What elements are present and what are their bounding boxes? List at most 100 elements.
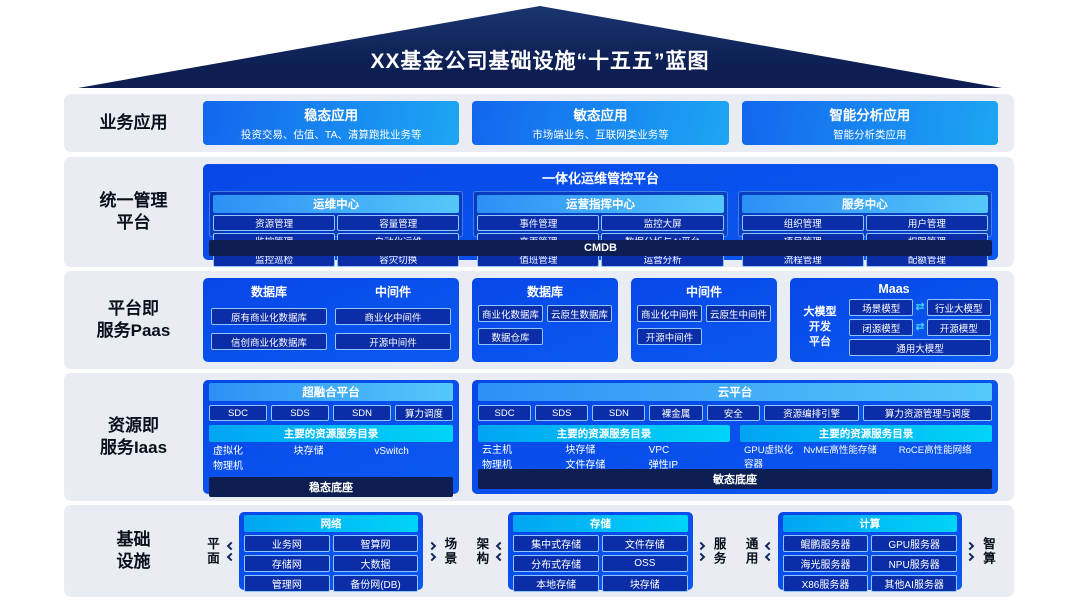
item-chip: 资源编排引擎 <box>763 405 860 421</box>
app-title: 智能分析应用 <box>829 108 911 123</box>
agile-base-bar: 敏态底座 <box>478 469 992 489</box>
item-chip: 块存储 <box>601 575 688 592</box>
item-chip: NPU服务器 <box>871 555 957 572</box>
axis-label-text: 通用 <box>743 536 758 566</box>
section-paas: 平台即 服务Paas 数据库 原有商业化数据库 信创商业化数据库 中间件 商业化… <box>64 271 1014 369</box>
item-chip: 通用大模型 <box>849 339 991 356</box>
cloud-platform-container: 云平台 SDC SDS SDN 裸金属 安全 资源编排引擎 算力资源管理与调度 … <box>472 380 998 494</box>
stable-base-bar: 稳态底座 <box>209 477 453 497</box>
item-chip: SDS <box>271 405 329 421</box>
section-management-platform: 统一管理 平台 一体化运维管控平台 运维中心 资源管理 容量管理 监控管理 自动… <box>64 157 1014 267</box>
catalog-item: 块存储 <box>565 445 596 456</box>
item-chip: 海光服务器 <box>782 555 869 572</box>
item-chip: X86服务器 <box>782 575 869 592</box>
item-chip: 容量管理 <box>337 215 460 231</box>
legacy-db-column: 数据库 原有商业化数据库 信创商业化数据库 <box>211 283 327 357</box>
item-chip: 备份网(DB) <box>332 575 419 592</box>
ops-platform-title: 一体化运维管控平台 <box>541 171 659 186</box>
infra-group-storage: 架构 存储 集中式存储 文件存储 分布式存储 OSS 本地存储 块存储 <box>472 512 729 592</box>
item-chip: 其他AI服务器 <box>871 575 957 592</box>
item-chip: 管理网 <box>244 575 330 592</box>
item-chip: 开源模型 <box>926 319 991 336</box>
section-iaas: 资源即 服务Iaas 超融合平台 SDC SDS SDN 算力调度 主要的资源服… <box>64 373 1014 501</box>
maas-model-grid: 场景模型 ⇄ 行业大模型 闭源模型 ⇄ 开源模型 通用大模型 <box>849 299 991 356</box>
cloud-title: 云平台 <box>478 383 992 401</box>
item-chip: 智算网 <box>332 535 419 552</box>
item-chip: 云原生数据库 <box>547 305 612 322</box>
catalog-item: 物理机 <box>482 459 512 471</box>
model-pair-row: 场景模型 ⇄ 行业大模型 <box>849 299 991 316</box>
cloud-catalog-right: 主要的资源服务目录 GPU虚拟化 NvME高性能存储 RoCE高性能网络 容器 … <box>740 425 992 484</box>
item-chip: 商业化中间件 <box>637 305 702 322</box>
row-label-iaas: 资源即 服务Iaas <box>64 380 203 494</box>
model-pair-row: 闭源模型 ⇄ 开源模型 <box>849 319 991 336</box>
cmdb-bar: CMDB <box>209 240 992 256</box>
row-label-text: 基础 设施 <box>116 529 151 571</box>
column-title: 中间件 <box>374 285 411 299</box>
row-label-text: 业务应用 <box>99 112 168 132</box>
item-chip: 数据仓库 <box>478 328 543 345</box>
item-chip: 商业化中间件 <box>335 308 451 325</box>
row-label-text: 平台即 服务Paas <box>96 298 171 340</box>
hci-catalog: 虚拟化 块存储 vSwitch 物理机 <box>209 446 453 473</box>
iaas-content: 超融合平台 SDC SDS SDN 算力调度 主要的资源服务目录 虚拟化 块存储… <box>203 380 998 497</box>
item-chip: 事件管理 <box>477 215 600 231</box>
row-label-business: 业务应用 <box>64 101 203 145</box>
item-chip: OSS <box>601 555 688 572</box>
catalog-item: vSwitch <box>374 446 409 457</box>
catalog-header: 主要的资源服务目录 <box>209 425 453 442</box>
centers-row: 运维中心 资源管理 容量管理 监控管理 自动化运维 监控巡检 容灾切换 运营指挥… <box>209 191 992 267</box>
row-label-paas: 平台即 服务Paas <box>64 278 203 362</box>
management-content: 一体化运维管控平台 运维中心 资源管理 容量管理 监控管理 自动化运维 监控巡检… <box>203 164 998 267</box>
item-chip: 闭源模型 <box>849 319 914 336</box>
center-operations: 运维中心 资源管理 容量管理 监控管理 自动化运维 监控巡检 容灾切换 <box>209 191 464 267</box>
bidirectional-arrow-icon: ⇄ <box>915 321 925 333</box>
item-chip: 监控大屏 <box>601 215 724 231</box>
item-chip: 存储网 <box>244 555 330 572</box>
row-label-management: 统一管理 平台 <box>64 164 203 260</box>
item-chip: 云原生中间件 <box>706 305 771 322</box>
catalog-item: GPU虚拟化 <box>744 445 794 456</box>
item-chip: 分布式存储 <box>513 555 599 572</box>
item-chip: 场景模型 <box>849 299 914 316</box>
row-label-text: 资源即 服务Iaas <box>99 415 168 457</box>
left-axis-label: 平面 <box>203 512 222 590</box>
catalog-item: VPC <box>648 445 670 456</box>
item-chip: 用户管理 <box>865 215 988 231</box>
item-chip: 资源管理 <box>213 215 336 231</box>
item-chip: 组织管理 <box>741 215 864 231</box>
box-header: 计算 <box>782 515 957 532</box>
legacy-paas-container: 数据库 原有商业化数据库 信创商业化数据库 中间件 商业化中间件 开源中间件 <box>203 278 459 362</box>
item-chip: SDS <box>535 405 589 421</box>
app-subtitle: 投资交易、估值、TA、清算跑批业务等 <box>240 129 422 141</box>
hci-title: 超融合平台 <box>209 383 453 401</box>
cloud-catalog-left: 主要的资源服务目录 云主机 块存储 VPC 物理机 文件存储 弹性IP 容器 对… <box>478 425 730 485</box>
item-chip: GPU服务器 <box>871 535 957 552</box>
maas-title: Maas <box>878 282 910 296</box>
box-header: 网络 <box>244 515 419 532</box>
roof-banner: XX基金公司基础设施“十五五”蓝图 <box>78 6 1002 88</box>
app-title: 稳态应用 <box>304 108 359 123</box>
catalog-item: 虚拟化 <box>213 446 243 457</box>
ops-platform-container: 一体化运维管控平台 运维中心 资源管理 容量管理 监控管理 自动化运维 监控巡检… <box>203 164 998 267</box>
item-chip: SDN <box>592 405 646 421</box>
section-business-apps: 业务应用 稳态应用 投资交易、估值、TA、清算跑批业务等 敏态应用 市场端业务、… <box>64 94 1014 152</box>
catalog-item: 文件存储 <box>565 459 606 471</box>
item-chip: 开源中间件 <box>335 333 451 350</box>
app-box-stable: 稳态应用 投资交易、估值、TA、清算跑批业务等 <box>203 101 460 145</box>
axis-label-text: 智算 <box>980 536 995 566</box>
right-axis-label: 服务 <box>710 512 729 590</box>
bidirectional-arrow-icon: ⇄ <box>915 301 925 313</box>
column-title: 中间件 <box>685 285 722 299</box>
catalog-header: 主要的资源服务目录 <box>478 425 730 442</box>
catalog-item: 块存储 <box>293 446 324 457</box>
row-label-infra: 基础 设施 <box>64 512 203 590</box>
center-ops-command: 运营指挥中心 事件管理 监控大屏 变更管理 数据分析与AI平台 值班管理 运营分… <box>473 191 728 267</box>
maas-body: 大模型 开发 平台 场景模型 ⇄ 行业大模型 闭源模型 ⇄ 开源模型 <box>797 299 991 356</box>
app-box-agile: 敏态应用 市场端业务、互联网类业务等 <box>472 101 729 145</box>
network-grid: 业务网 智算网 存储网 大数据 管理网 备份网(DB) <box>244 535 419 592</box>
compute-box: 计算 鲲鹏服务器 GPU服务器 海光服务器 NPU服务器 X86服务器 其他AI… <box>777 512 962 592</box>
infra-group-compute: 通用 计算 鲲鹏服务器 GPU服务器 海光服务器 NPU服务器 X86服务器 其… <box>742 512 998 592</box>
cloud-catalogs: 主要的资源服务目录 云主机 块存储 VPC 物理机 文件存储 弹性IP 容器 对… <box>478 425 992 485</box>
